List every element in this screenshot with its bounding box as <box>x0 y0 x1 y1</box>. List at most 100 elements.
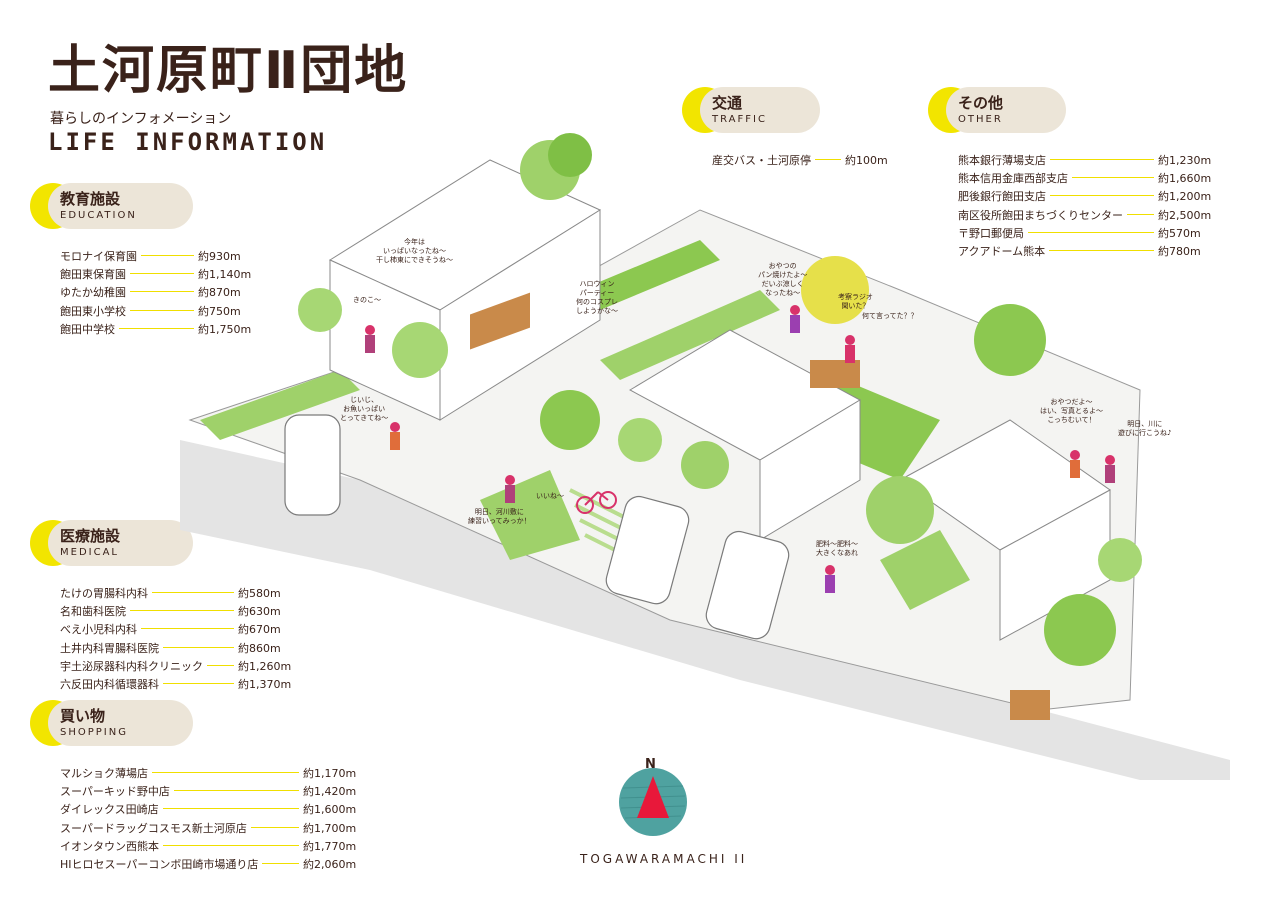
leader-line <box>119 327 194 329</box>
bicycle <box>576 491 617 514</box>
facility-name: スーパーキッド野中店 <box>60 785 170 799</box>
speech-bubble: いいね〜 <box>536 492 564 500</box>
facility-distance: 約1,600m <box>303 803 357 817</box>
speech-bubble: きのこ〜 <box>353 296 381 304</box>
facility-distance: 約1,170m <box>303 767 357 780</box>
page-subtitle-en: LIFE INFORMATION <box>48 128 328 156</box>
facility-distance: 約580m <box>238 587 281 600</box>
facility-distance: 約100m <box>845 154 888 167</box>
facility-distance: 約1,700m <box>303 821 357 835</box>
facility-name: 土井内科胃腸科医院 <box>60 641 159 655</box>
facility-distance: 約570m <box>1158 226 1201 240</box>
category-subtitle: EDUCATION <box>60 210 137 221</box>
leader-line <box>163 646 234 648</box>
trees <box>298 133 1142 666</box>
facility-distance: 約1,750m <box>198 322 252 336</box>
facility-name: 熊本信用金庫西部支店 <box>958 172 1068 186</box>
facility-name: べえ小児科内科 <box>60 623 137 637</box>
speech-bubble: 今年はいっぱいなったね〜干し柿東にできそうね〜 <box>376 238 453 264</box>
facility-name: ダイレックス田崎店 <box>60 803 159 817</box>
leader-line <box>251 826 299 828</box>
facility-distance: 約2,500m <box>1158 208 1212 222</box>
category-subtitle: OTHER <box>958 114 1003 125</box>
facility-distance: 約870m <box>198 286 241 300</box>
facility-distance: 約2,060m <box>303 857 357 871</box>
facility-name: 産交バス・土河原停 <box>712 154 811 167</box>
facility-name: たけの胃腸科内科 <box>60 587 148 600</box>
facility-distance: 約1,260m <box>238 659 292 673</box>
facility-name: モロナイ保育園 <box>60 250 137 263</box>
road <box>180 440 1230 780</box>
category-title: 医療施設 <box>60 527 121 545</box>
leader-line <box>130 273 194 275</box>
speech-bubble: おやつだよ〜はい、写真とるよ〜こっちむいて！ <box>1040 398 1103 424</box>
facility-name: 六反田内科循環器科 <box>60 677 159 691</box>
speech-bubble: じいじ、お魚いっぱいとってきてね〜 <box>340 396 389 422</box>
facility-distance: 約630m <box>238 605 281 619</box>
facility-distance: 約670m <box>238 623 281 637</box>
facility-name: 名和歯科医院 <box>60 605 126 619</box>
facility-name: アクアドーム熊本 <box>958 244 1046 258</box>
facility-name: 南区役所飽田まちづくりセンター <box>958 208 1123 222</box>
leader-line <box>141 255 194 256</box>
facility-distance: 約1,140m <box>198 268 252 282</box>
site-illustration <box>180 133 1230 780</box>
facility-distance: 約1,230m <box>1158 154 1212 167</box>
facility-name: 肥後銀行飽田支店 <box>958 190 1046 204</box>
facility-distance: 約1,370m <box>238 677 292 691</box>
speech-bubble: 考察ラジオ聞いた？ <box>838 293 873 310</box>
speech-bubble: 何て言ってた？？ <box>862 312 918 320</box>
facility-name: マルショク薄場店 <box>60 767 148 780</box>
facility-name: イオンタウン西熊本 <box>60 839 159 853</box>
page-title: 土河原町Ⅱ団地 <box>48 41 409 101</box>
facility-name: 〒野口郵便局 <box>958 226 1024 240</box>
facility-distance: 約1,200m <box>1158 190 1212 204</box>
facility-name: 飽田東保育園 <box>60 268 126 282</box>
category-pill <box>700 87 820 133</box>
facility-name: 熊本銀行薄場支店 <box>958 154 1046 167</box>
speech-bubble: 明日、川に遊びに行こうね♪ <box>1118 420 1172 437</box>
compass-icon <box>619 768 687 836</box>
speech-bubble: ハロウィンパーティー何のコスプレしようかな〜 <box>576 280 618 315</box>
grass-strip <box>600 290 780 380</box>
facility-distance: 約1,770m <box>303 839 357 853</box>
leader-line <box>163 844 299 846</box>
category-subtitle: SHOPPING <box>60 727 128 738</box>
leader-line <box>152 772 299 773</box>
grass-strip <box>880 530 970 610</box>
leader-line <box>1028 231 1154 233</box>
category-title: 買い物 <box>60 707 106 725</box>
leader-line <box>207 664 234 666</box>
leader-line <box>1050 195 1154 197</box>
leader-line <box>1072 177 1154 179</box>
facility-name: 飽田中学校 <box>60 322 115 336</box>
leader-line <box>163 682 234 684</box>
leader-line <box>163 808 299 810</box>
leader-line <box>130 309 194 311</box>
footer-label: TOGAWARAMACHI II <box>580 852 748 866</box>
speech-bubble: 肥料〜肥料〜大きくなあれ <box>816 540 858 557</box>
leader-line <box>262 862 299 864</box>
wood-deck <box>810 360 860 388</box>
leader-line <box>1050 159 1154 160</box>
category-subtitle: MEDICAL <box>60 547 119 558</box>
category-subtitle: TRAFFIC <box>712 114 767 125</box>
cars <box>284 414 790 640</box>
leader-line <box>1049 249 1154 251</box>
category-title: 交通 <box>712 94 743 112</box>
facility-distance: 約930m <box>198 250 241 263</box>
leader-line <box>152 592 234 593</box>
facility-distance: 約860m <box>238 641 281 655</box>
leader-line <box>815 159 841 160</box>
facility-distance: 約750m <box>198 304 241 318</box>
speech-bubble: 明日、河川敷に練習いってみっか！ <box>468 508 531 525</box>
facility-distance: 約780m <box>1158 244 1201 258</box>
category-pill <box>48 520 193 566</box>
leader-line <box>141 628 234 630</box>
page-subtitle: 暮らしのインフォメーション <box>50 111 232 127</box>
category-pill <box>946 87 1066 133</box>
wood-deck <box>1010 690 1050 720</box>
compass-north-label: N <box>645 757 656 772</box>
category-pill <box>48 183 193 229</box>
facility-name: 宇土泌尿器科内科クリニック <box>60 659 203 673</box>
